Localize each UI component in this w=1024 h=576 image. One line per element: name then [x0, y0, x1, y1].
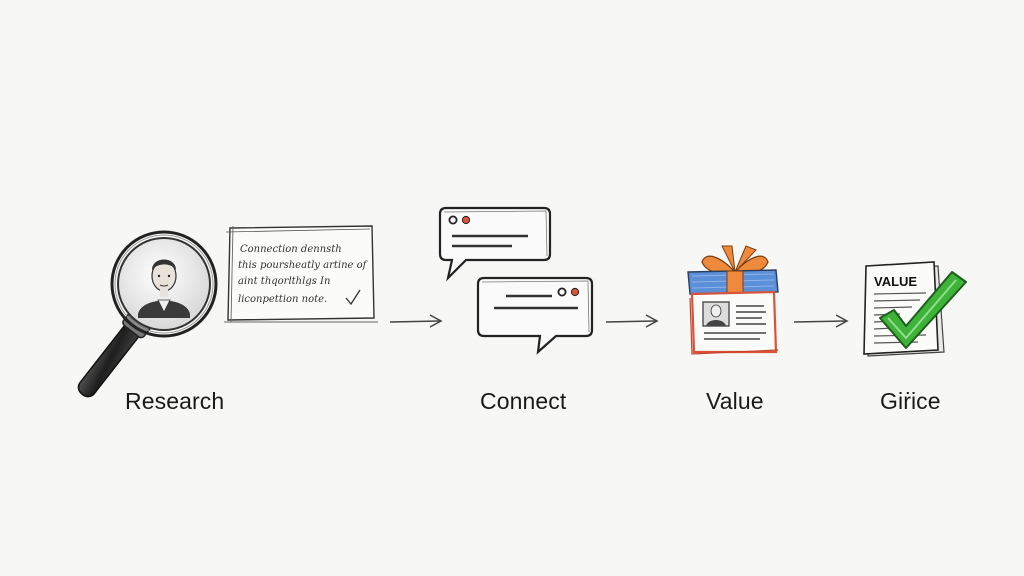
document-title: VALUE	[874, 274, 917, 289]
chat-bubbles-icon	[438, 206, 594, 355]
note-line-3: aint thqorlthlgs In	[238, 276, 330, 287]
step-label-research: Research	[125, 388, 225, 414]
gift-box-icon	[687, 245, 779, 355]
arrow-right-icon	[389, 314, 443, 328]
arrow-right-icon	[605, 314, 659, 328]
connection-note-card: Connection dennsth this poursheatly arti…	[224, 225, 378, 323]
person-portrait-icon	[138, 259, 190, 318]
step-label-final: Giṙice	[880, 388, 941, 414]
note-line-2: this poursheatly artine of	[238, 260, 369, 271]
step-label-connect: Connect	[480, 388, 567, 414]
arrow-right-icon	[793, 314, 849, 328]
note-line-1: Connection dennsth	[240, 244, 342, 255]
step-label-value: Value	[706, 388, 764, 414]
checked-document-icon: VALUE	[863, 261, 967, 357]
green-checkmark-icon	[879, 271, 967, 349]
note-checkmark-icon	[345, 289, 361, 306]
note-line-4: liconpettion note.	[238, 294, 327, 305]
magnifier-portrait-icon	[77, 230, 218, 398]
